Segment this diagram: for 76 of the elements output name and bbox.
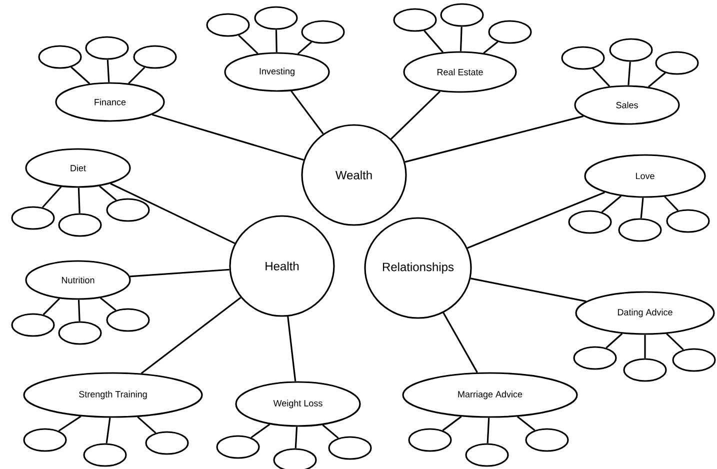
empty-ellipse (666, 209, 710, 233)
empty-ellipse (618, 218, 662, 242)
connector-line (100, 297, 116, 311)
connector-line (592, 68, 610, 87)
connector-line (666, 333, 684, 350)
empty-ellipse (11, 313, 55, 337)
connector-line (106, 60, 110, 82)
empty-ellipse (206, 13, 250, 37)
connector-line (664, 196, 679, 212)
connector-line (42, 298, 60, 316)
empty-ellipse (609, 38, 653, 62)
empty-ellipse (655, 51, 699, 75)
connector-line (470, 278, 586, 302)
empty-ellipse (408, 428, 452, 452)
empty-ellipse (672, 348, 716, 372)
connector-line (106, 418, 111, 444)
connector-line (128, 66, 146, 84)
connector-line (404, 115, 584, 163)
empty-ellipse (623, 358, 667, 382)
empty-ellipse (23, 428, 67, 452)
connector-line (250, 424, 270, 438)
empty-ellipse (145, 431, 189, 455)
connector-line (442, 312, 478, 373)
empty-ellipse (11, 206, 55, 230)
connector-line (424, 30, 444, 53)
empty-ellipse (465, 443, 509, 467)
empty-ellipse (83, 443, 127, 467)
connector-line (390, 90, 441, 140)
connector-line (78, 188, 80, 214)
empty-ellipse (440, 3, 484, 27)
connector-line (152, 114, 304, 161)
empty-ellipse (301, 20, 345, 44)
connector-line (644, 334, 646, 358)
connector-line (606, 333, 623, 348)
empty-ellipse (58, 213, 102, 237)
connector-line (486, 418, 490, 444)
connector-line (648, 72, 666, 88)
connector-line (442, 416, 462, 432)
connector-line (483, 41, 498, 54)
connector-line (42, 186, 62, 208)
connector-line (287, 316, 296, 382)
empty-ellipse (561, 46, 605, 70)
empty-ellipse (488, 20, 532, 44)
connector-line (516, 416, 536, 431)
empty-ellipse (254, 6, 298, 30)
empty-ellipse (573, 346, 617, 370)
connector-line (78, 300, 80, 322)
empty-ellipse (393, 8, 437, 32)
empty-ellipse (38, 45, 82, 69)
connector-line (601, 195, 622, 213)
connector-line (137, 416, 156, 434)
connector-line (290, 90, 324, 134)
empty-ellipse (106, 198, 150, 222)
connector-line (294, 426, 298, 448)
empty-ellipse (525, 428, 569, 452)
empty-ellipse (133, 45, 177, 69)
connector-line (130, 268, 230, 278)
empty-ellipse (216, 435, 260, 459)
connector-line (275, 30, 278, 52)
connector-line (640, 198, 644, 218)
connector-line (460, 26, 462, 52)
connector-line (467, 192, 606, 249)
connector-line (322, 424, 339, 439)
connector-line (70, 66, 90, 84)
connector-line (238, 34, 258, 54)
empty-ellipse (106, 308, 150, 332)
connector-line (110, 182, 236, 244)
connector-line (99, 185, 117, 201)
connector-line (628, 62, 631, 86)
empty-ellipse (85, 36, 129, 60)
connector-line (58, 416, 82, 432)
empty-ellipse (568, 210, 612, 234)
empty-ellipse (58, 321, 102, 345)
connector-line (140, 296, 242, 374)
empty-ellipse (328, 436, 372, 460)
connector-line (297, 41, 312, 54)
